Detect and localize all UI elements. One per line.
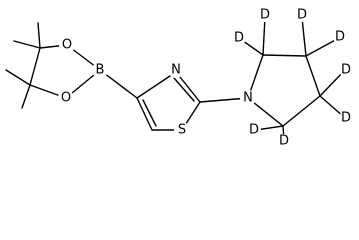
molecule-structure: O O B N S N D D D D D D D D — [5, 8, 353, 149]
oxygen-top-label: O — [62, 38, 72, 53]
bond-c2-n — [175, 71, 201, 103]
bond-layer — [5, 16, 345, 141]
bond-methyl-3 — [5, 69, 31, 86]
deuterium-label-1: D — [234, 31, 244, 46]
bond-d4 — [305, 37, 340, 57]
deuterium-label-4: D — [335, 30, 345, 45]
deuterium-label-5: D — [341, 63, 351, 78]
bond-methyl-1 — [37, 22, 41, 49]
bond-c4-c5 — [136, 97, 153, 131]
thiazole-nitrogen-label: N — [171, 63, 181, 78]
deuterium-label-6: D — [341, 111, 351, 126]
bond-c4-c5-inner — [142, 99, 157, 127]
bond-methyl-4 — [21, 84, 31, 109]
deuterium-label-3: D — [297, 8, 307, 23]
bond-cb-cc — [305, 55, 321, 97]
bond-d6 — [319, 95, 345, 118]
bond-n-c4 — [136, 71, 177, 99]
bond-d3 — [301, 17, 307, 57]
bond-methyl-2 — [13, 40, 41, 49]
boron-label: B — [96, 63, 105, 78]
bond-ca-cb — [262, 54, 307, 57]
bond-d2 — [262, 16, 266, 56]
oxygen-bottom-label: O — [61, 91, 71, 106]
bond-c-c-ring — [29, 47, 41, 86]
deuterium-label-7: D — [249, 123, 259, 138]
bond-d5 — [319, 70, 345, 97]
bond-c2-npyr — [199, 97, 249, 103]
deuterium-label-2: D — [260, 8, 270, 23]
thiazole-sulfur-label: S — [178, 123, 186, 138]
bond-cc-cd — [282, 95, 321, 127]
atom-label-layer: O O B N S N D D D D D D D D — [58, 8, 353, 149]
pyrrolidine-nitrogen-label: N — [243, 91, 253, 106]
deuterium-label-8: D — [279, 134, 289, 149]
structure-canvas: O O B N S N D D D D D D D D — [5, 8, 353, 149]
bond-c2-n-inner — [173, 77, 195, 102]
